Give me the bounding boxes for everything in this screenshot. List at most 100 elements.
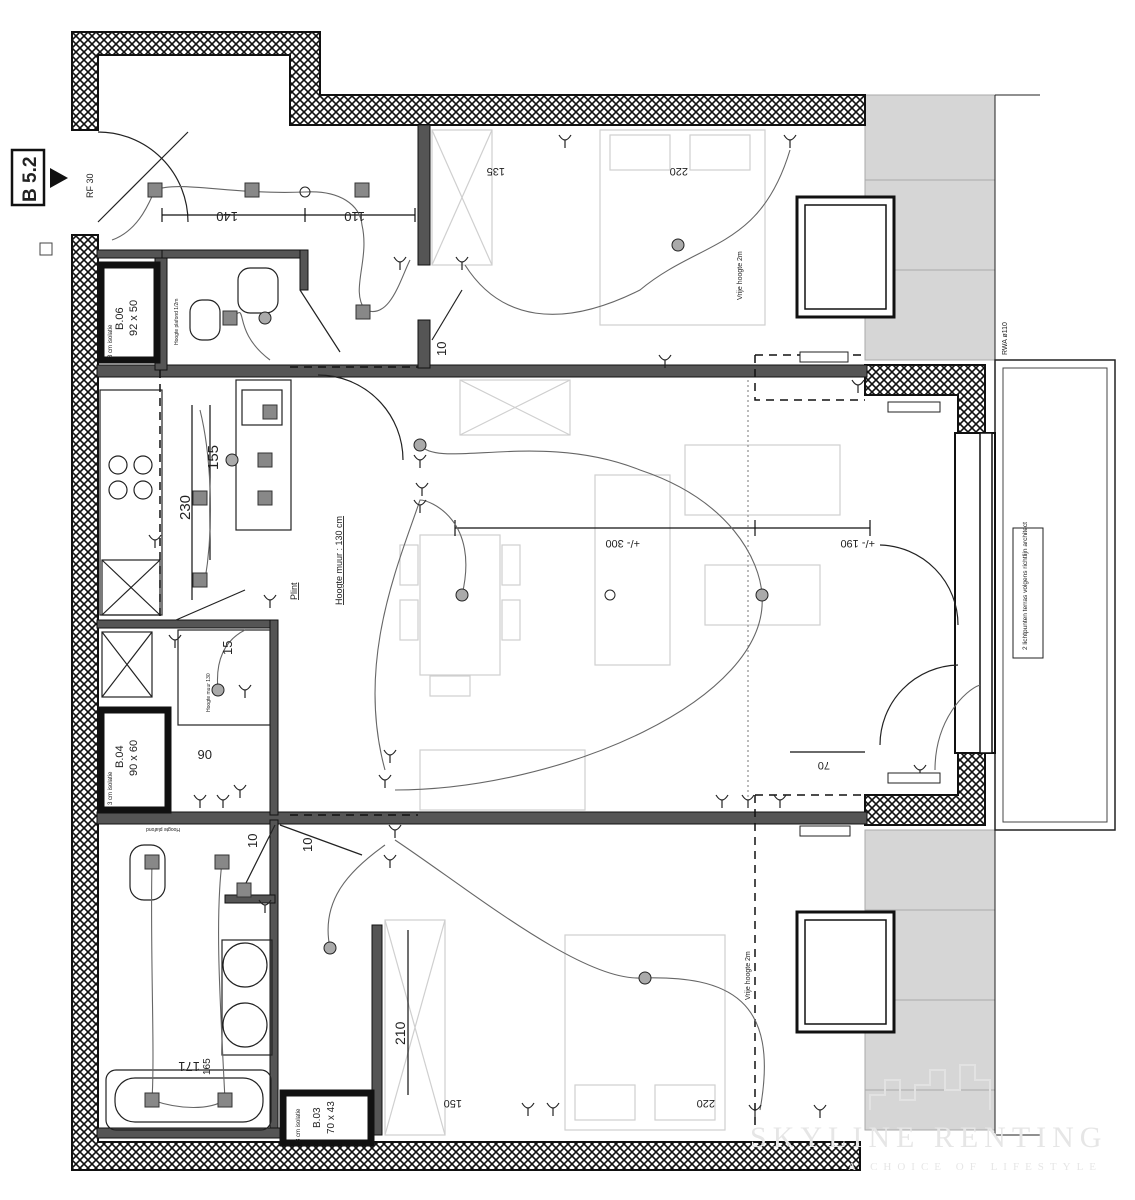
dim-230: 230 (177, 495, 194, 520)
junction-box-icon (217, 1092, 233, 1108)
storage-size-b03: 70 x 43 (326, 1101, 337, 1134)
light-point-icon (413, 438, 427, 452)
socket-outlet-icon (388, 824, 402, 838)
socket-outlet-icon (415, 482, 429, 496)
socket-outlet-icon (558, 134, 572, 148)
dim-135: 135 (487, 165, 505, 177)
meter-icon (39, 242, 53, 256)
storage-b06 (97, 261, 161, 364)
kitchen-counter (99, 379, 292, 616)
junction-box-icon (262, 404, 278, 420)
dim-155: 155 (205, 445, 222, 470)
ceiling-light-icon (299, 186, 311, 198)
socket-outlet-icon (378, 774, 392, 788)
socket-outlet-icon (383, 749, 397, 763)
dim-210: 210 (392, 1021, 408, 1045)
dim-06: 06 (198, 747, 212, 762)
terrace-lights-note: 2 lichtpunten terras volgens richtlijn a… (1022, 522, 1029, 650)
dim-15: 15 (220, 641, 235, 655)
bath-wall-note: Hoogte plafond (146, 826, 180, 832)
junction-box-icon (236, 882, 252, 898)
socket-outlet-icon (741, 794, 755, 808)
socket-outlet-icon (748, 1104, 762, 1118)
junction-box-icon (192, 490, 208, 506)
socket-outlet-icon (233, 784, 247, 798)
ceiling-light-icon (604, 589, 616, 601)
utility-wall-note: Hoogte muur 130 (206, 673, 212, 712)
radiator-icon (799, 351, 849, 363)
storage-b03 (279, 1089, 375, 1147)
watermark: SKYLINE RENTING A CHOICE OF LIFESTYLE (750, 1064, 1107, 1173)
living-furniture (399, 379, 841, 811)
wall-height-note: Hoogte muur : 130 cm (334, 516, 344, 605)
dim-220-bottom: 220 (697, 1097, 715, 1109)
socket-outlet-icon (168, 634, 182, 648)
dim-220-top: 220 (670, 165, 688, 177)
dim-70: 70 (818, 759, 830, 771)
dimension-labels: 140 110 135 220 155 230 +/- 300 +/- 190 … (177, 165, 875, 1109)
dim-165: 165 (202, 1058, 213, 1075)
wc-height-note: Hoogte plafond 1/2m (174, 299, 180, 345)
socket-outlet-icon (216, 794, 230, 808)
dashed-lines (159, 354, 865, 1125)
radiator-icon (799, 825, 851, 837)
junction-box-icon (144, 854, 160, 870)
socket-outlet-icon (258, 899, 272, 913)
skyline-logo-icon (869, 1064, 991, 1110)
radiator-icon (887, 401, 941, 413)
dim-171: 171 (178, 1059, 200, 1074)
unit-label: B 5.2 (20, 157, 41, 202)
junction-box-icon (214, 854, 230, 870)
watermark-brand: SKYLINE RENTING (750, 1121, 1107, 1154)
junction-box-icon (244, 182, 260, 198)
radiator-icon (887, 772, 941, 784)
plint-note: Plint (289, 582, 299, 600)
socket-outlet-icon (238, 684, 252, 698)
doors (97, 131, 959, 896)
light-point-icon (638, 971, 652, 985)
annotations: Hoogte muur : 130 cm Plint Vrije hoogte … (146, 251, 1044, 1000)
dim-10-bath: 10 (245, 834, 260, 848)
bathroom-fixtures (101, 267, 279, 1131)
socket-outlet-icon (658, 354, 672, 368)
light-point-icon (455, 588, 469, 602)
terrace-lights-box (1012, 527, 1044, 659)
storage-note-b04: 3 cm isolatie (108, 771, 114, 805)
storage-labels: B.06 92 x 50 3 cm isolatie B.04 90 x 60 … (108, 300, 337, 1142)
storage-note-b06: 3 cm isolatie (108, 324, 114, 358)
storage-note-b03: 3 cm isolatie (296, 1108, 302, 1142)
dim-140: 140 (216, 209, 238, 224)
unit-marker: B 5.2 RF 30 (10, 148, 95, 256)
dim-150: 150 (444, 1097, 462, 1109)
dim-10-door: 10 (300, 838, 315, 852)
arrow-icon (50, 168, 68, 188)
free-height-1: Vrije hoogte 2m (737, 251, 744, 300)
dim-300: +/- 300 (605, 537, 640, 549)
storage-code-b06: B.06 (114, 307, 126, 330)
socket-outlet-icon (413, 499, 427, 513)
storage-code-b04: B.04 (114, 745, 126, 768)
electrical-symbols (144, 134, 941, 1118)
bedroom-2-furniture (384, 919, 726, 1136)
dim-10-top: 10 (434, 342, 449, 356)
socket-outlet-icon (383, 854, 397, 868)
bedroom-1-furniture (431, 129, 766, 326)
junction-box-icon (354, 182, 370, 198)
storage-size-b06: 92 x 50 (128, 300, 140, 336)
free-height-2: Vrije hoogte 2m (745, 951, 752, 1000)
socket-outlet-icon (813, 1104, 827, 1118)
skylight-bottom (795, 910, 896, 1034)
rwa-note: RWA ø110 (1002, 322, 1009, 355)
light-point-icon (225, 453, 239, 467)
light-point-icon (211, 683, 225, 697)
socket-outlet-icon (521, 1102, 535, 1116)
junction-box-icon (222, 310, 238, 326)
socket-outlet-icon (783, 134, 797, 148)
watermark-tagline: A CHOICE OF LIFESTYLE (848, 1161, 1102, 1173)
junction-box-icon (147, 182, 163, 198)
junction-box-icon (257, 490, 273, 506)
socket-outlet-icon (193, 794, 207, 808)
socket-outlet-icon (393, 256, 407, 270)
storage-size-b04: 90 x 60 (128, 740, 140, 776)
